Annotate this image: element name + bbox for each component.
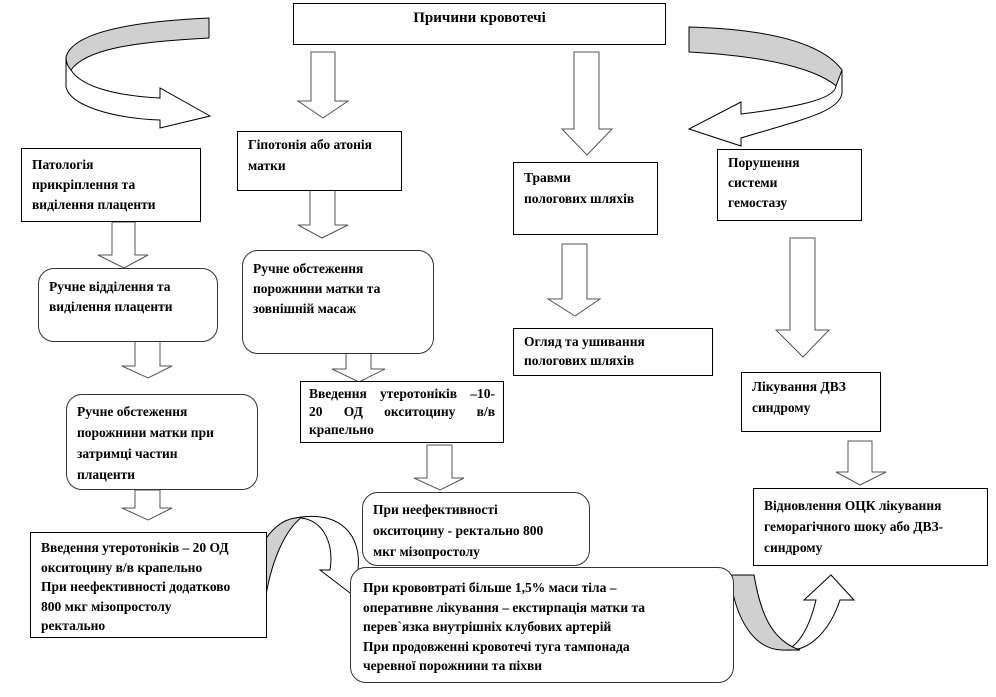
placenta-step3-line: 800 мкг мізопростолу	[41, 598, 172, 614]
curved-arrow-left	[65, 17, 212, 129]
cause-placenta-line: Патологія	[32, 157, 94, 172]
placenta-step2-line: порожнини матки при	[77, 425, 214, 440]
hemostasis-step1-line: синдрому	[752, 400, 811, 415]
placenta-step1-box: Ручне відділення та виділення плаценти	[38, 268, 218, 342]
surgery-box: При крововтраті більше 1,5% маси тіла – …	[350, 567, 734, 683]
curved-arrow-bottom-right	[729, 574, 856, 651]
title-text: Причини кровотечі	[413, 10, 546, 26]
placenta-step1-line: Ручне відділення та	[49, 279, 171, 294]
hypotonia-step3-line: мкг мізопростолу	[373, 544, 480, 559]
hypotonia-step1-box: Ручне обстеження порожнини матки та зовн…	[242, 250, 434, 354]
block-arrows	[97, 51, 887, 521]
hypotonia-step2-line: Введення утеротоніків –10-	[309, 386, 495, 401]
cause-placenta-line: прикріплення та	[32, 177, 136, 192]
hemostasis-step1-box: Лікування ДВЗ синдрому	[741, 372, 881, 432]
surgery-line: При крововтраті більше 1,5% маси тіла –	[363, 580, 617, 595]
cause-trauma-box: Травми пологових шляхів	[513, 162, 658, 235]
trauma-step1-line: пологових шляхів	[524, 353, 635, 368]
curved-arrow-right	[687, 26, 843, 147]
placenta-step2-line: Ручне обстеження	[77, 404, 188, 419]
placenta-step3-line: Введення утеротоніків – 20 ОД	[41, 540, 229, 555]
trauma-step1-box: Огляд та ушивання пологових шляхів	[513, 328, 713, 376]
curved-arrow-left-body	[65, 56, 212, 129]
hypotonia-step2-box: Введення утеротоніків –10- 20 ОД окситоц…	[300, 381, 504, 443]
arrow-hypotonia-to-step1	[297, 189, 349, 239]
hypotonia-step2-line: 20 ОД окситоцину в/в	[309, 404, 495, 419]
hypotonia-step1-line: порожнини матки та	[253, 281, 381, 296]
curved-arrow-bottom-right-shade	[729, 574, 801, 651]
cause-placenta-line: виділення плаценти	[32, 197, 156, 212]
curved-arrow-right-body	[687, 69, 843, 147]
surgery-line: При продовженні кровотечі туга тампонада	[363, 638, 630, 654]
hemostasis-step1-line: Лікування ДВЗ	[752, 379, 846, 394]
trauma-step1-line: Огляд та ушивання	[524, 334, 645, 349]
placenta-step1-line: виділення плаценти	[49, 299, 173, 314]
arrow-title-to-hypotonia	[296, 51, 350, 119]
cause-hemostasis-line: системи	[728, 175, 778, 190]
surgery-line: черевної порожнини та піхви	[363, 658, 543, 673]
surgery-line: оперативне лікування – екстирпація матки…	[363, 599, 646, 615]
cause-hypotonia-box: Гіпотонія або атонія матки	[237, 131, 402, 191]
hemostasis-step2-box: Відновлення ОЦК лікування геморагічного …	[753, 488, 988, 566]
hypotonia-step3-line: При неефективності	[373, 502, 498, 517]
placenta-step3-line: окситоцину в/в крапельно	[41, 559, 203, 575]
hypotonia-step2-line: крапельно	[309, 422, 374, 437]
arrow-placenta-step1-to-step2	[121, 340, 173, 379]
hypotonia-step1-line: зовнішній масаж	[253, 301, 357, 316]
placenta-step2-box: Ручне обстеження порожнини матки при зат…	[66, 394, 258, 490]
curved-arrow-right-shade	[688, 26, 843, 94]
arrow-hemostasis-to-step1	[774, 237, 831, 358]
hemostasis-step2-line: синдрому	[764, 540, 823, 555]
arrow-placenta-step2-to-step3	[121, 489, 173, 521]
hemostasis-step2-line: Відновлення ОЦК лікування	[764, 498, 942, 513]
placenta-step3-line: При неефективності додатково	[41, 579, 231, 594]
placenta-step3-line: ректально	[41, 618, 106, 633]
hypotonia-step3-line: окситоцину - ректально 800	[373, 523, 544, 538]
arrow-trauma-to-step1	[546, 243, 602, 317]
placenta-step2-line: плаценти	[77, 467, 136, 482]
hypotonia-step3-box: При неефективності окситоцину - ректальн…	[362, 492, 590, 566]
placenta-step3-box: Введення утеротоніків – 20 ОД окситоцину…	[30, 532, 267, 638]
cause-hemostasis-line: гемостазу	[728, 195, 788, 210]
curved-arrow-left-shade	[65, 17, 210, 71]
surgery-line: перев`язка внутрішніх клубових артерій	[363, 619, 612, 634]
cause-trauma-line: пологових шляхів	[524, 191, 635, 206]
hemostasis-step2-line: геморагічного шоку або ДВЗ-	[764, 519, 944, 534]
hypotonia-step1-line: Ручне обстеження	[253, 261, 364, 276]
arrow-hemostasis-step1-to-step2	[835, 440, 887, 486]
arrow-title-to-trauma	[560, 51, 614, 156]
cause-hemostasis-line: Порушення	[728, 155, 800, 170]
cause-hemostasis-box: Порушення системи гемостазу	[717, 149, 862, 221]
curved-arrow-bottom-right-body	[785, 574, 856, 651]
cause-trauma-line: Травми	[524, 170, 571, 185]
cause-hypotonia-line: Гіпотонія або атонія	[248, 137, 372, 152]
arrow-placenta-to-step1	[97, 221, 149, 269]
placenta-step2-line: затримці частин	[77, 446, 178, 461]
arrow-hypotonia-step2-to-step3	[413, 444, 465, 491]
title-box: Причини кровотечі	[293, 3, 666, 45]
cause-hypotonia-line: матки	[248, 158, 286, 173]
cause-placenta-box: Патологія прикріплення та виділення плац…	[21, 148, 201, 222]
